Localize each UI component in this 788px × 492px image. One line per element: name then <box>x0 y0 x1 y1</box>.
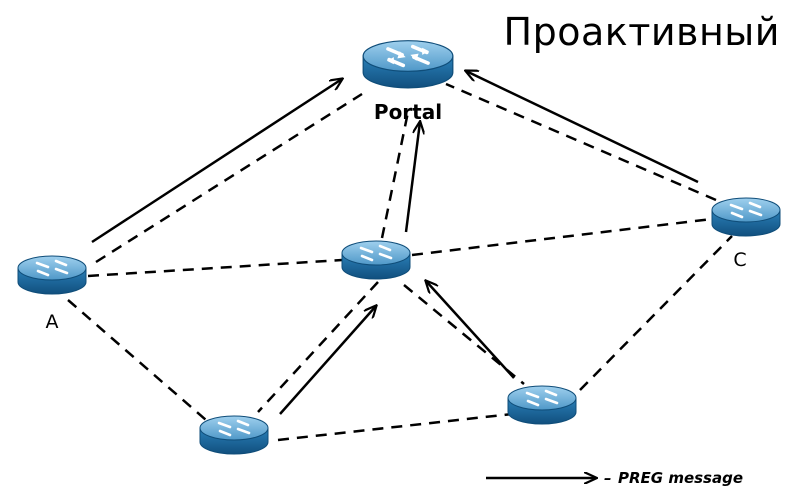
label-node-a: A <box>46 311 59 333</box>
link-a-center <box>87 258 343 278</box>
router-icon-c <box>711 197 781 237</box>
arrow-bottomleft-to-center <box>279 306 376 415</box>
arrow-a-to-portal <box>91 79 342 244</box>
legend-dash: – <box>604 469 612 487</box>
link-center-bottomleft <box>257 281 379 413</box>
router-icon-portal <box>362 40 454 89</box>
link-a-bottomleft <box>67 299 207 421</box>
arrow-c-to-portal <box>466 71 699 184</box>
router-icon-a <box>17 255 87 295</box>
router-icon-bottom-right <box>507 385 577 425</box>
label-node-c: C <box>733 249 746 271</box>
dashed-links <box>67 82 733 442</box>
link-center-bottomright <box>403 284 525 385</box>
slide-title: Проактивный <box>503 10 780 54</box>
label-portal: Portal <box>374 100 442 124</box>
router-icon-bottom-left <box>199 415 269 455</box>
link-center-c <box>411 217 713 257</box>
arrow-bottomright-to-center <box>426 281 515 379</box>
link-bottomleft-bottomright <box>277 412 513 442</box>
legend-label: PREG message <box>618 469 743 487</box>
preg-arrows <box>91 71 699 415</box>
link-bottomright-c <box>579 235 733 391</box>
legend: – PREG message <box>486 469 743 487</box>
link-c-portal <box>445 82 717 202</box>
arrow-center-to-portal <box>404 122 420 233</box>
link-center-portal <box>380 111 410 239</box>
link-a-portal <box>95 92 363 264</box>
router-icon-center <box>341 240 411 280</box>
